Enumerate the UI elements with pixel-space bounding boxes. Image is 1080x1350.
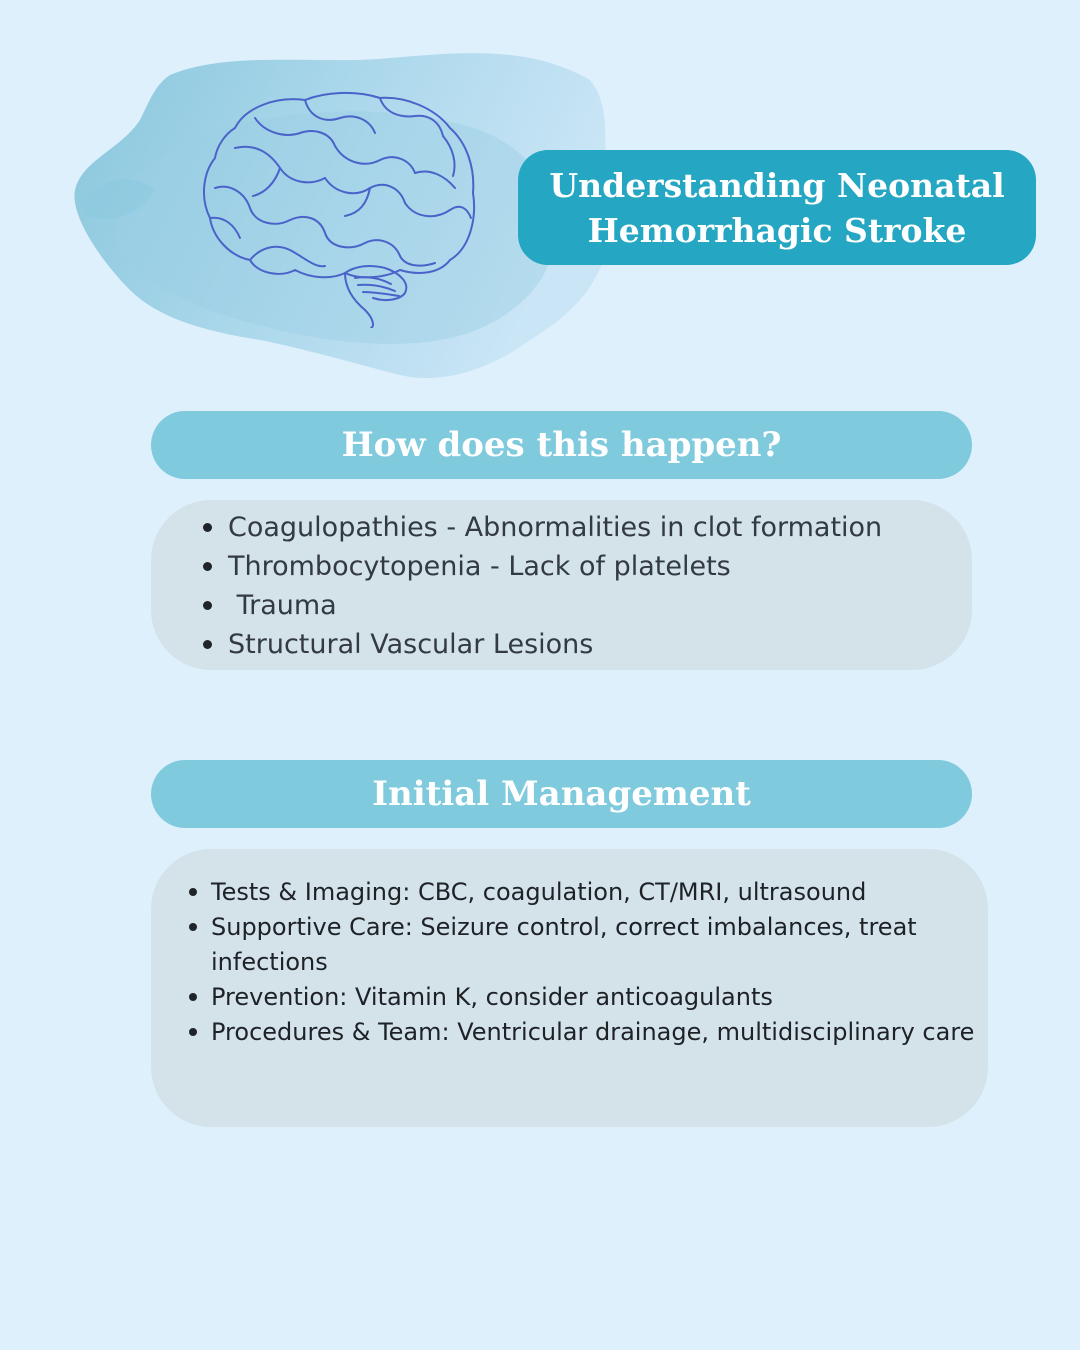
bullet-icon — [189, 993, 197, 1001]
list-item-text: Prevention: Vitamin K, consider anticoag… — [211, 983, 773, 1011]
section-heading-causes: How does this happen? — [151, 411, 972, 479]
list-item: Thrombocytopenia - Lack of platelets — [203, 547, 972, 586]
list-item-text: Coagulopathies - Abnormalities in clot f… — [228, 512, 883, 543]
bullet-icon — [203, 562, 212, 571]
bullet-icon — [189, 1028, 197, 1036]
brain-icon — [203, 91, 476, 328]
list-item-text: Thrombocytopenia - Lack of platelets — [228, 551, 731, 582]
bullet-icon — [203, 601, 212, 610]
page-title: Understanding Neonatal Hemorrhagic Strok… — [518, 150, 1036, 265]
list-item: Trauma — [203, 586, 972, 625]
causes-box: Coagulopathies - Abnormalities in clot f… — [151, 500, 972, 670]
title-line-1: Understanding Neonatal — [549, 165, 1005, 205]
list-item-text: Procedures & Team: Ventricular drainage,… — [211, 1018, 975, 1046]
list-item: Coagulopathies - Abnormalities in clot f… — [203, 508, 972, 547]
list-item: Structural Vascular Lesions — [203, 625, 972, 664]
list-item: Supportive Care: Seizure control, correc… — [189, 910, 941, 980]
bullet-icon — [203, 640, 212, 649]
list-item-text: Supportive Care: Seizure control, correc… — [211, 913, 917, 976]
watercolor-splash — [74, 53, 609, 379]
list-item-text: Tests & Imaging: CBC, coagulation, CT/MR… — [211, 878, 867, 906]
bullet-icon — [189, 888, 197, 896]
list-item-text: Trauma — [228, 590, 337, 621]
bullet-icon — [189, 923, 197, 931]
list-item: Tests & Imaging: CBC, coagulation, CT/MR… — [189, 875, 988, 910]
list-item-text: Structural Vascular Lesions — [228, 629, 594, 660]
management-list: Tests & Imaging: CBC, coagulation, CT/MR… — [189, 875, 988, 1050]
management-box: Tests & Imaging: CBC, coagulation, CT/MR… — [151, 849, 988, 1127]
list-item: Prevention: Vitamin K, consider anticoag… — [189, 980, 988, 1015]
list-item: Procedures & Team: Ventricular drainage,… — [189, 1015, 988, 1050]
bullet-icon — [203, 523, 212, 532]
causes-list: Coagulopathies - Abnormalities in clot f… — [203, 508, 972, 664]
title-line-2: Hemorrhagic Stroke — [587, 210, 967, 250]
section-heading-management: Initial Management — [151, 760, 972, 828]
